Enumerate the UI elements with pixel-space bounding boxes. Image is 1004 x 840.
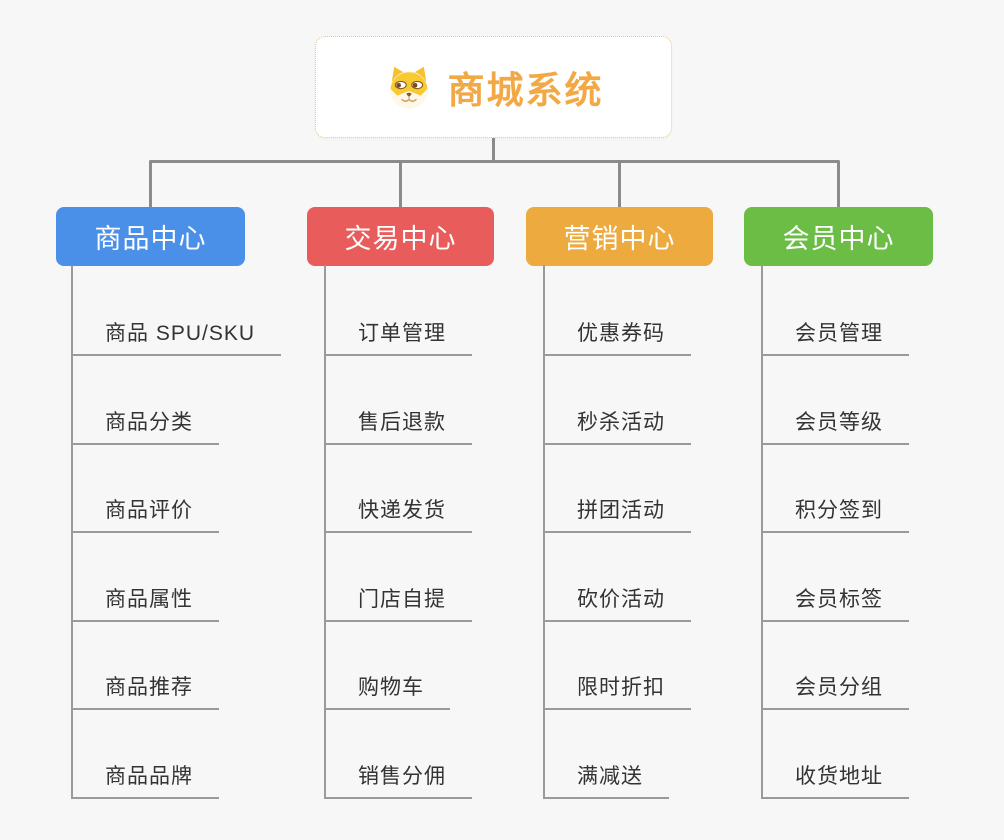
leaf-node[interactable]: 商品 SPU/SKU — [71, 320, 282, 356]
leaf-node[interactable]: 订单管理 — [324, 320, 472, 356]
branch-drop-line — [837, 161, 840, 208]
leaf-node[interactable]: 满减送 — [543, 763, 669, 799]
leaf-node[interactable]: 售后退款 — [324, 409, 472, 445]
dog-face-icon — [384, 64, 434, 110]
leaf-node[interactable]: 商品推荐 — [71, 674, 219, 710]
leaf-node[interactable]: 销售分佣 — [324, 763, 472, 799]
leaf-node[interactable]: 秒杀活动 — [543, 409, 691, 445]
leaf-node[interactable]: 收货地址 — [761, 763, 909, 799]
root-stem-line — [492, 137, 495, 162]
root-title: 商城系统 — [447, 70, 604, 111]
branch-node-trade-center[interactable]: 交易中心 — [307, 207, 494, 266]
branch-node-member-center[interactable]: 会员中心 — [744, 207, 933, 266]
leaf-node[interactable]: 快递发货 — [324, 497, 472, 533]
leaf-node[interactable]: 砍价活动 — [543, 586, 691, 622]
leaf-node[interactable]: 购物车 — [324, 674, 450, 710]
leaf-node[interactable]: 会员管理 — [761, 320, 909, 356]
leaf-node[interactable]: 优惠券码 — [543, 320, 691, 356]
leaf-node[interactable]: 商品评价 — [71, 497, 219, 533]
leaf-node[interactable]: 会员等级 — [761, 409, 909, 445]
branch-drop-line — [618, 161, 621, 208]
leaf-node[interactable]: 商品属性 — [71, 586, 219, 622]
root-node[interactable]: 商城系统 — [315, 36, 672, 138]
connector-bus-line — [149, 160, 840, 163]
leaf-node[interactable]: 限时折扣 — [543, 674, 691, 710]
branch-drop-line — [399, 161, 402, 208]
leaf-node[interactable]: 积分签到 — [761, 497, 909, 533]
leaf-node[interactable]: 会员分组 — [761, 674, 909, 710]
branch-node-marketing-center[interactable]: 营销中心 — [526, 207, 713, 266]
branch-node-product-center[interactable]: 商品中心 — [56, 207, 245, 266]
leaf-node[interactable]: 拼团活动 — [543, 497, 691, 533]
leaf-node[interactable]: 商品分类 — [71, 409, 219, 445]
leaf-node[interactable]: 门店自提 — [324, 586, 472, 622]
branch-drop-line — [149, 161, 152, 208]
leaf-node[interactable]: 商品品牌 — [71, 763, 219, 799]
leaf-node[interactable]: 会员标签 — [761, 586, 909, 622]
